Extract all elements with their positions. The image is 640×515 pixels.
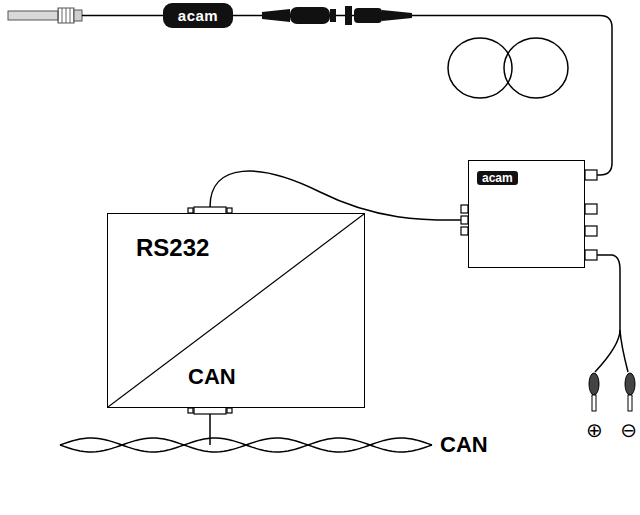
power-plug — [589, 373, 635, 411]
interface-label: RS232 — [136, 234, 209, 262]
polarity-symbol: ⊖ — [620, 418, 637, 442]
bus-label: CAN — [440, 432, 488, 458]
converter-box: RS232CAN — [107, 213, 365, 408]
twisted-pair — [60, 438, 432, 452]
cable-connector — [262, 6, 412, 25]
bus-stub — [209, 414, 211, 445]
brand-label: acam — [477, 171, 518, 185]
bus-wire — [60, 438, 432, 452]
sensor — [8, 8, 163, 23]
cable-coil — [448, 38, 568, 98]
power-leads — [595, 255, 628, 372]
brand-label: acam — [178, 7, 218, 24]
cable-module: acam — [163, 3, 233, 28]
polarity-symbol: ⊕ — [586, 418, 603, 442]
interface-label: CAN — [188, 364, 236, 390]
bus-wire — [60, 438, 432, 452]
acam-module: acam — [468, 160, 585, 268]
cable — [233, 16, 612, 176]
